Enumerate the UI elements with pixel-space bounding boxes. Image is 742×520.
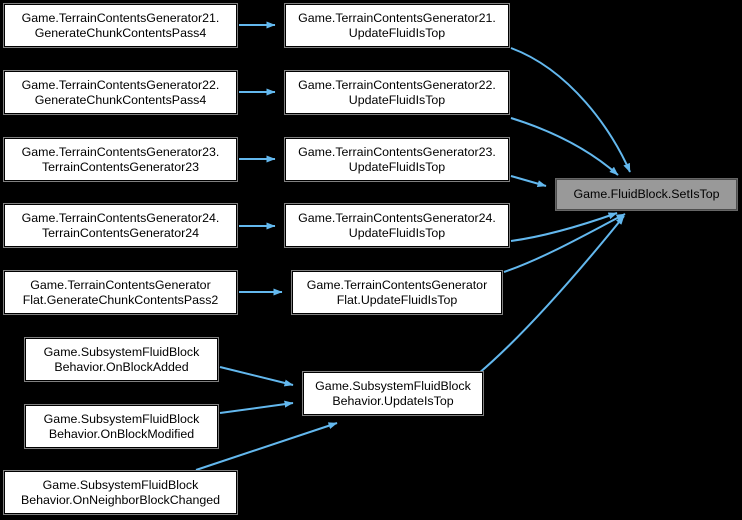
edge-m6-target <box>477 215 625 375</box>
node-generator22-generatechunkcontentspass4[interactable]: Game.TerrainContentsGenerator22. Generat… <box>3 70 238 115</box>
node-generator21-generatechunkcontentspass4[interactable]: Game.TerrainContentsGenerator21. Generat… <box>3 3 238 48</box>
edge-n7-m6 <box>219 400 294 414</box>
edge-n6-m6 <box>219 366 294 387</box>
edge-m4-target <box>510 212 618 242</box>
edge-m1-target <box>510 47 631 173</box>
node-generator21-updatefluidistop[interactable]: Game.TerrainContentsGenerator21. UpdateF… <box>284 3 510 48</box>
edge-m5-target <box>503 213 626 273</box>
node-generatorflat-generatechunkcontentspass2[interactable]: Game.TerrainContentsGenerator Flat.Gener… <box>3 270 238 315</box>
edge-m2-target <box>510 117 619 176</box>
node-generator23-terraincontentsgenerator23[interactable]: Game.TerrainContentsGenerator23. Terrain… <box>3 137 238 182</box>
node-subsystemfluidblockbehavior-onneighborblockchanged[interactable]: Game.SubsystemFluidBlock Behavior.OnNeig… <box>3 470 238 515</box>
node-generator23-updatefluidistop[interactable]: Game.TerrainContentsGenerator23. UpdateF… <box>284 137 510 182</box>
node-generator24-updatefluidistop[interactable]: Game.TerrainContentsGenerator24. UpdateF… <box>284 203 510 248</box>
node-subsystemfluidblockbehavior-onblockmodified[interactable]: Game.SubsystemFluidBlock Behavior.OnBloc… <box>24 404 219 449</box>
node-generator22-updatefluidistop[interactable]: Game.TerrainContentsGenerator22. UpdateF… <box>284 70 510 115</box>
node-generatorflat-updatefluidistop[interactable]: Game.TerrainContentsGenerator Flat.Updat… <box>291 270 503 315</box>
node-generator24-terraincontentsgenerator24[interactable]: Game.TerrainContentsGenerator24. Terrain… <box>3 203 238 248</box>
node-fluidblock-setistop[interactable]: Game.FluidBlock.SetIsTop <box>555 178 738 211</box>
node-subsystemfluidblockbehavior-updateistop[interactable]: Game.SubsystemFluidBlock Behavior.Update… <box>302 371 484 416</box>
node-subsystemfluidblockbehavior-onblockadded[interactable]: Game.SubsystemFluidBlock Behavior.OnBloc… <box>24 337 219 382</box>
edge-m3-target <box>510 175 547 188</box>
edge-n8-m6 <box>195 422 338 471</box>
